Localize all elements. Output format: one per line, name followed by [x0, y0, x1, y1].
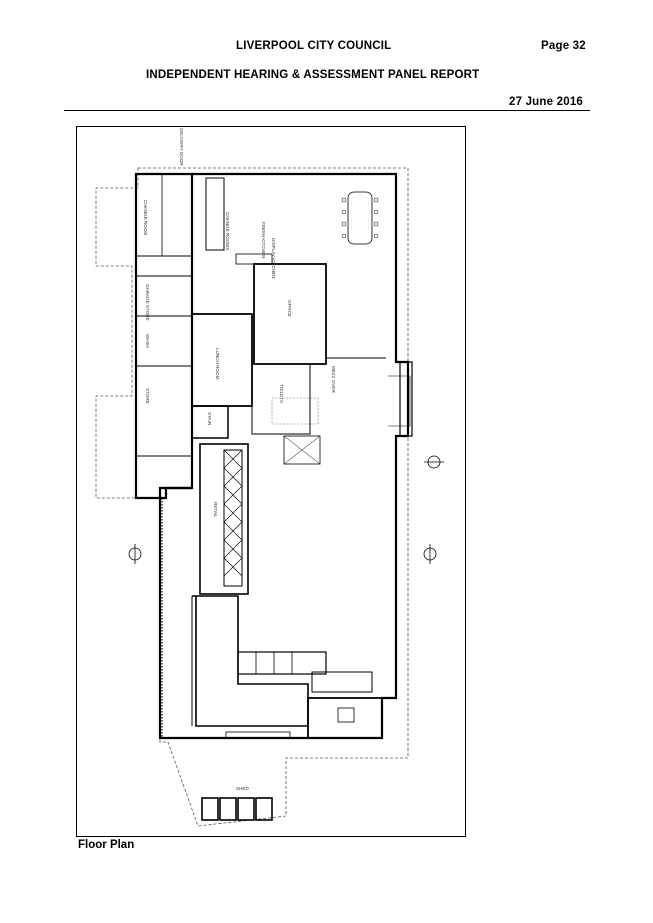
label-mezz: MEZZ OVER	[331, 366, 336, 393]
label-toilets: TOILETS	[279, 384, 284, 403]
label-office: OFFICE	[287, 300, 292, 317]
shed-unit-3	[237, 797, 255, 821]
label-garage-store: GARAGE STORE	[145, 284, 150, 321]
label-lunch-room: LUNCH ROOM	[215, 348, 220, 380]
label-change-rooms: CHANGE ROOMS	[225, 212, 230, 250]
section-marker-left	[128, 544, 142, 564]
wash-room	[307, 697, 383, 739]
section-marker-right-upper	[424, 455, 444, 469]
figure-caption: Floor Plan	[78, 839, 135, 851]
kitchen-counter	[237, 651, 327, 675]
shed-unit-2	[219, 797, 237, 821]
report-date: 27 June 2016	[509, 96, 584, 108]
label-stair: STAIR	[207, 412, 212, 426]
section-marker-right-lower	[423, 544, 437, 564]
meeting-table	[347, 191, 373, 245]
floor-plan-drawing: DELIVERY DOOR CHANGE ROOM CHANGE ROOMS F…	[76, 126, 466, 837]
label-shed: SHED	[236, 786, 249, 791]
label-delivery-door: DELIVERY DOOR	[179, 128, 184, 166]
organisation-name: LIVERPOOL CITY COUNCIL	[236, 40, 392, 52]
site-boundary	[95, 167, 409, 827]
store-room	[191, 405, 229, 439]
label-retail: RETAIL	[213, 502, 218, 518]
main-building-wall	[158, 172, 410, 740]
racking	[199, 443, 249, 595]
label-finish-kitchen: FINISH KITCHEN	[261, 222, 266, 259]
label-wash: WASH	[145, 334, 150, 348]
drawing-frame	[76, 126, 466, 837]
stair-area	[251, 363, 311, 435]
page-number: Page 32	[541, 40, 586, 52]
report-title: INDEPENDENT HEARING & ASSESSMENT PANEL R…	[146, 69, 480, 81]
label-display-kitchen: DISPLAY KITCHEN	[271, 238, 276, 278]
lunch-room	[191, 313, 253, 407]
shed-unit-1	[201, 797, 219, 821]
label-change-room: CHANGE ROOM	[143, 200, 148, 235]
label-store: STORE	[145, 388, 150, 404]
header-rule	[64, 110, 590, 111]
shed-unit-4	[255, 797, 273, 821]
